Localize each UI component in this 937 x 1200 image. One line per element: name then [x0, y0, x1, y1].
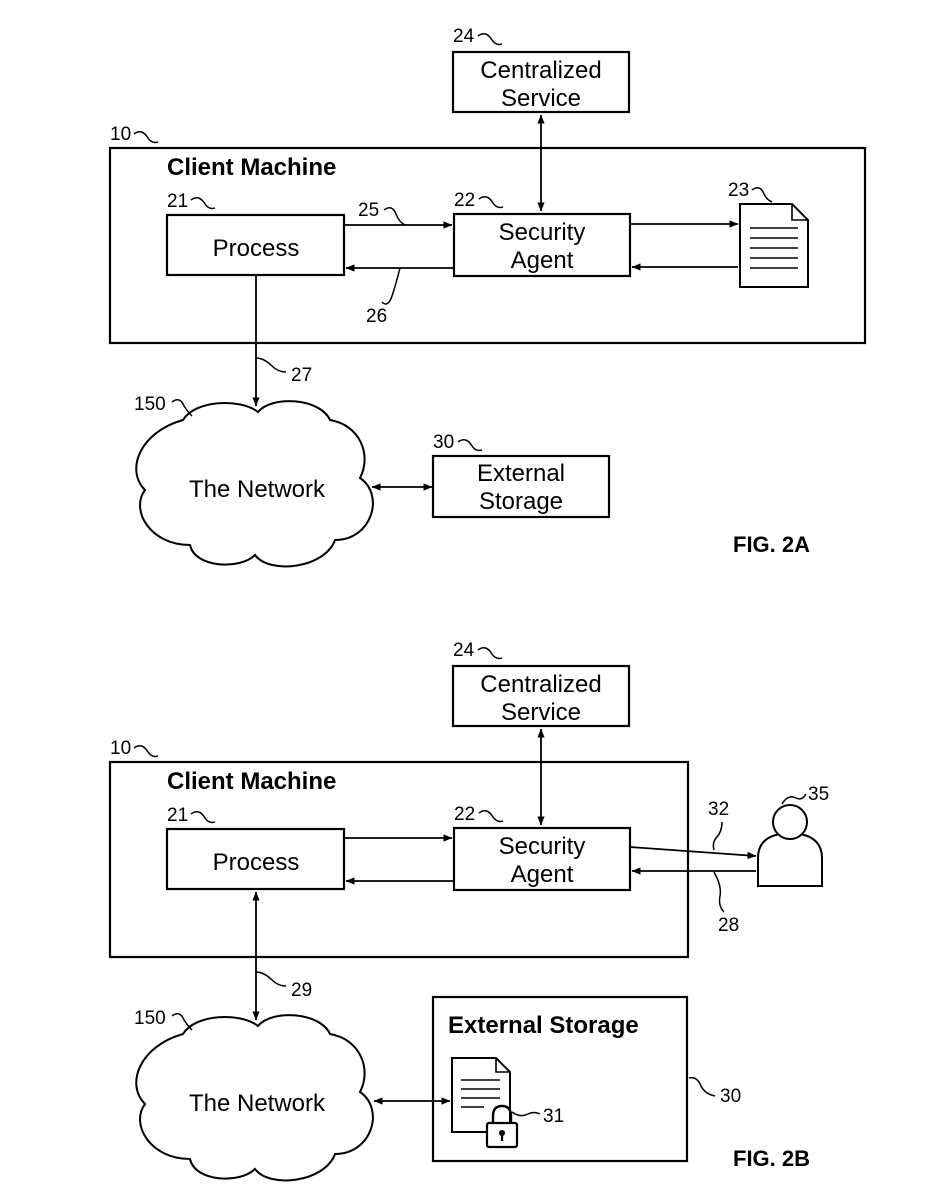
- external-storage-label-a-2: Storage: [479, 488, 563, 515]
- ref-user: 35: [808, 784, 829, 805]
- user-prompt-arrow: [629, 846, 757, 859]
- leader-line: [457, 439, 483, 452]
- leader-line: [477, 33, 503, 46]
- centralized-service-label-a-2: Service: [501, 85, 581, 112]
- ref-network-b: 150: [134, 1008, 166, 1029]
- network-label-b: The Network: [189, 1090, 326, 1117]
- leader-line: [190, 197, 216, 210]
- ref-process-b: 21: [167, 805, 188, 826]
- leader-line: [133, 131, 159, 144]
- ref-network-link-b: 29: [291, 980, 312, 1001]
- leader-line: [383, 207, 406, 226]
- centralized-service-label-b-1: Centralized: [480, 671, 601, 698]
- ref-network-a: 150: [134, 394, 166, 415]
- ref-client-machine-b: 10: [110, 738, 131, 759]
- leader-line: [712, 821, 723, 851]
- ref-encrypted-file: 31: [543, 1106, 564, 1127]
- network-cloud-a: [135, 400, 374, 568]
- ref-network-link-a: 27: [291, 365, 312, 386]
- ref-external-storage-b: 30: [720, 1086, 741, 1107]
- security-agent-label-a-1: Security: [499, 219, 586, 246]
- leader-line: [171, 399, 193, 417]
- figure-caption-a: FIG. 2A: [733, 532, 810, 557]
- leader-line: [781, 793, 807, 805]
- security-agent-label-b-1: Security: [499, 833, 586, 860]
- lock-icon: [485, 1104, 519, 1149]
- ref-centralized-service-a: 24: [453, 26, 475, 47]
- network-label-a: The Network: [189, 476, 326, 503]
- ref-security-agent-b: 22: [454, 804, 475, 825]
- leader-line: [381, 267, 401, 305]
- ref-document: 23: [728, 180, 749, 201]
- security-agent-box-b: [452, 826, 632, 892]
- centralized-service-box-a: Centralized Service: [451, 50, 631, 114]
- leader-line: [751, 187, 773, 203]
- ref-user-prompt: 32: [708, 799, 729, 820]
- leader-line: [477, 647, 503, 660]
- security-agent-box-a: [452, 212, 632, 278]
- process-label-b: Process: [213, 849, 300, 876]
- centralized-service-box-b: [451, 664, 631, 728]
- figure-2b: Centralized Service 24 Client Machine 10…: [108, 640, 829, 1182]
- network-cloud-b: [135, 1014, 374, 1182]
- ref-centralized-service-b: 24: [453, 640, 475, 661]
- ref-security-agent-a: 22: [454, 190, 475, 211]
- centralized-service-label-b-2: Service: [501, 699, 581, 726]
- ref-client-machine-a: 10: [110, 124, 131, 145]
- leader-line: [478, 810, 504, 823]
- leader-line: [255, 357, 287, 373]
- ref-process-a: 21: [167, 191, 188, 212]
- ref-external-storage-a: 30: [433, 432, 454, 453]
- leader-line: [133, 745, 159, 758]
- leader-line: [713, 871, 725, 913]
- client-machine-label-b: Client Machine: [167, 768, 336, 795]
- user-icon: [757, 804, 823, 887]
- leader-line: [478, 196, 504, 209]
- ref-response-arrow: 26: [366, 306, 387, 327]
- security-agent-label-b-2: Agent: [511, 861, 574, 888]
- ref-request-arrow: 25: [358, 200, 379, 221]
- leader-line: [511, 1111, 541, 1117]
- leader-line: [190, 811, 216, 824]
- external-storage-box-a: [431, 454, 611, 519]
- figure-caption-b: FIG. 2B: [733, 1146, 810, 1171]
- security-agent-label-a-2: Agent: [511, 247, 574, 274]
- process-label-a: Process: [213, 235, 300, 262]
- leader-line: [255, 971, 287, 987]
- external-storage-label-a-1: External: [477, 460, 565, 487]
- centralized-service-label-a-1: Centralized: [480, 57, 601, 84]
- external-storage-label-b: External Storage: [448, 1012, 639, 1039]
- leader-line: [688, 1076, 716, 1097]
- figure-2a: Centralized Service 24 Client Machine 10…: [108, 26, 867, 568]
- process-box-b: [165, 827, 346, 891]
- client-machine-label-a: Client Machine: [167, 154, 336, 181]
- encrypted-file-icon: [451, 1057, 511, 1133]
- document-icon: [739, 203, 809, 288]
- leader-line: [171, 1013, 193, 1031]
- ref-user-response: 28: [718, 915, 739, 936]
